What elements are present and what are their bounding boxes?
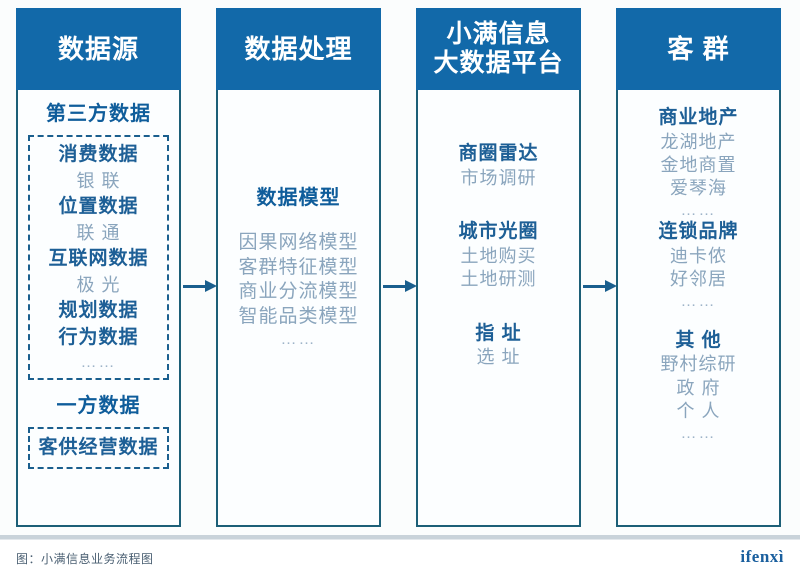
stage-header-platform-line2: 大数据平台: [433, 49, 564, 77]
item-unionpay: 银 联: [76, 170, 121, 191]
item-trade-area-radar: 商圈雷达: [458, 143, 539, 164]
ifenxi-logo: ifenxì: [740, 547, 784, 566]
dashed-group-first-party: 客供经营数据: [28, 426, 169, 470]
arrow-shaft: [183, 285, 208, 288]
item-behavior-data: 行为数据: [58, 326, 139, 348]
arrow-head: [405, 280, 417, 292]
item-ellipsis-third-party: ……: [80, 353, 117, 371]
item-site-selection: 选 址: [476, 347, 521, 368]
diagram-canvas: 数据源 第三方数据 消费数据 银 联 位置数据 联 通 互联网数据 极 光 规划…: [16, 8, 781, 527]
item-nomura-research: 野村综研: [660, 354, 737, 375]
item-ellipsis-chain-brands: ……: [680, 292, 717, 310]
platform-gap-1: [426, 190, 571, 220]
item-commercial-real-estate: 商业地产: [658, 107, 739, 128]
item-land-survey: 土地研测: [460, 269, 537, 290]
arrow-processing-to-platform: [383, 280, 417, 292]
item-individual: 个 人: [676, 401, 721, 422]
item-unicom: 联 通: [76, 222, 121, 243]
item-good-neighbor: 好邻居: [670, 269, 727, 290]
data-model-list: 因果网络模型 客群特征模型 商业分流模型 智能品类模型 ……: [226, 231, 371, 349]
item-ellipsis-models: ……: [280, 330, 317, 348]
arrow-head: [205, 280, 217, 292]
item-aegean: 爱琴海: [670, 178, 727, 199]
arrow-shaft: [583, 285, 608, 288]
arrow-head: [605, 280, 617, 292]
item-others: 其 他: [675, 329, 722, 351]
item-market-research: 市场调研: [460, 167, 537, 188]
item-government: 政 府: [676, 377, 721, 398]
arrow-shaft: [383, 285, 408, 288]
item-chain-brands: 连锁品牌: [658, 221, 739, 243]
item-decathlon: 迪卡侬: [670, 245, 727, 266]
item-smart-category-model: 智能品类模型: [238, 306, 359, 328]
stage-header-data-source: 数据源: [16, 8, 181, 90]
stage-header-customer-groups: 客 群: [616, 8, 781, 90]
figure-caption: 图：小满信息业务流程图: [16, 552, 154, 566]
flow-stage-customer-groups: 客 群 商业地产 龙湖地产 金地商置 爱琴海 …… 连锁品牌 迪卡侬 好邻居 ……: [616, 8, 781, 527]
dashed-group-third-party: 消费数据 银 联 位置数据 联 通 互联网数据 极 光 规划数据 行为数据 ……: [28, 135, 169, 380]
item-ellipsis-real-estate: ……: [680, 201, 717, 219]
item-aurora: 极 光: [76, 274, 121, 295]
flow-stage-platform: 小满信息 大数据平台 商圈雷达 市场调研 城市光圈 土地购买 土地研测 指 址 …: [416, 8, 581, 527]
item-customer-profile-model: 客群特征模型: [238, 256, 359, 278]
platform-gap-2: [426, 292, 571, 322]
item-longfor: 龙湖地产: [660, 131, 737, 152]
item-ellipsis-others: ……: [680, 424, 717, 442]
group-label-third-party: 第三方数据: [46, 103, 151, 125]
arrow-platform-to-customers: [583, 280, 617, 292]
group-label-data-model: 数据模型: [256, 187, 341, 209]
stage-header-platform-line1: 小满信息: [446, 19, 551, 48]
stage-body-data-source: 第三方数据 消费数据 银 联 位置数据 联 通 互联网数据 极 光 规划数据 行…: [18, 90, 179, 525]
customer-gap-1: [626, 311, 771, 329]
item-client-operation-data: 客供经营数据: [38, 436, 159, 458]
item-planning-data: 规划数据: [58, 300, 139, 322]
item-internet-data: 互联网数据: [48, 248, 149, 270]
flow-stage-data-processing: 数据处理 数据模型 因果网络模型 客群特征模型 商业分流模型 智能品类模型 ……: [216, 8, 381, 527]
item-consumption-data: 消费数据: [58, 144, 139, 165]
arrow-datasource-to-processing: [183, 280, 217, 292]
stage-body-customer-groups: 商业地产 龙湖地产 金地商置 爱琴海 …… 连锁品牌 迪卡侬 好邻居 …… 其 …: [618, 90, 779, 525]
item-causal-network-model: 因果网络模型: [238, 232, 359, 253]
group-label-first-party: 一方数据: [56, 394, 141, 417]
stage-header-platform: 小满信息 大数据平台: [416, 8, 581, 90]
item-site-designation: 指 址: [475, 322, 522, 344]
footer-bar: 图：小满信息业务流程图 ifenxì: [0, 539, 800, 574]
stage-body-data-processing: 数据模型 因果网络模型 客群特征模型 商业分流模型 智能品类模型 ……: [218, 90, 379, 525]
item-location-data: 位置数据: [58, 196, 139, 218]
item-gemdale: 金地商置: [660, 155, 737, 176]
stage-body-platform: 商圈雷达 市场调研 城市光圈 土地购买 土地研测 指 址 选 址: [418, 90, 579, 525]
item-city-aperture: 城市光圈: [458, 221, 539, 243]
flow-stage-data-source: 数据源 第三方数据 消费数据 银 联 位置数据 联 通 互联网数据 极 光 规划…: [16, 8, 181, 527]
footer-divider: [0, 535, 800, 539]
stage-header-data-processing: 数据处理: [216, 8, 381, 90]
item-commercial-split-model: 商业分流模型: [238, 281, 359, 303]
item-land-purchase: 土地购买: [460, 245, 537, 266]
